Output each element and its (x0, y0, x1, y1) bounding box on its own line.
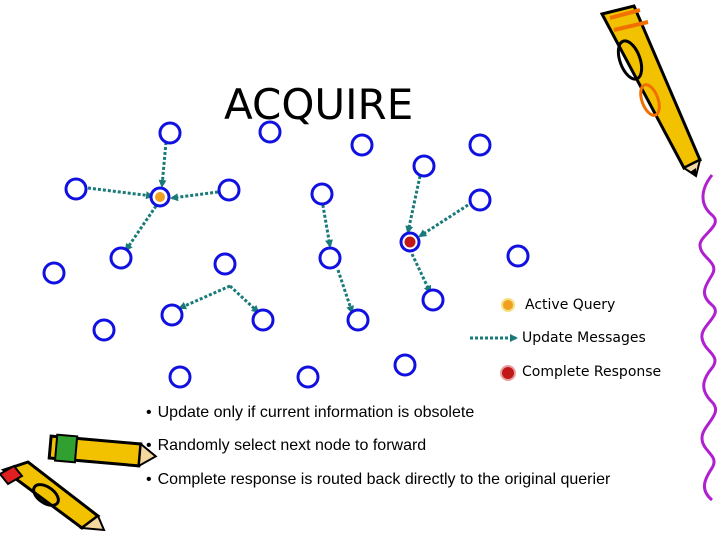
legend-update-messages-label: Update Messages (522, 330, 646, 346)
sensor-node (468, 133, 492, 157)
bullet-text: Randomly select next node to forward (157, 437, 427, 454)
sensor-node (158, 121, 182, 145)
pencils-icon (0, 433, 158, 532)
complete-response-node (399, 231, 421, 253)
update-arrow (170, 190, 219, 202)
legend-complete-response-label: Complete Response (522, 364, 662, 380)
sensor-node (64, 177, 88, 201)
update-arrow (405, 175, 422, 234)
bullet-dot: • (146, 437, 152, 454)
sensor-node (346, 308, 370, 332)
update-arrow (228, 284, 260, 314)
sensor-node (168, 365, 192, 389)
legend-active-query-icon (501, 298, 515, 312)
update-arrow (124, 205, 158, 252)
sensor-node (412, 154, 436, 178)
update-arrows (87, 141, 469, 314)
sensor-node (506, 244, 530, 268)
slide-title: ACQUIRE (224, 80, 414, 129)
sensor-node (318, 246, 342, 270)
sensor-node (393, 353, 417, 377)
pencil-icon (599, 4, 702, 178)
update-arrow (410, 253, 432, 294)
legend-complete-response-icon (500, 365, 516, 381)
curly-line-decoration (698, 174, 717, 502)
update-arrow (87, 186, 154, 200)
sensor-node (217, 178, 241, 202)
bullet-text: Update only if current information is ob… (157, 404, 475, 421)
sensor-node (350, 133, 374, 157)
bullet-item: • Randomly select next node to forward (146, 437, 426, 455)
update-arrow (418, 203, 469, 238)
sensor-node (310, 182, 334, 206)
sensor-node (468, 188, 492, 212)
sensor-node (92, 318, 116, 342)
sensor-node (109, 246, 133, 270)
bullet-item: • Update only if current information is o… (146, 404, 474, 422)
sensor-node (258, 120, 282, 144)
sensor-node (296, 365, 320, 389)
bullet-item: • Complete response is routed back direct… (146, 471, 610, 489)
sensor-node (160, 303, 184, 327)
legend-active-query-label: Active Query (525, 297, 616, 313)
update-arrow (320, 199, 333, 248)
sensor-node (213, 252, 237, 276)
active-query-node (149, 186, 171, 208)
sensor-node (42, 261, 66, 285)
update-arrow (336, 269, 354, 314)
sensor-node (251, 308, 275, 332)
network-nodes (42, 120, 530, 389)
sensor-node (421, 288, 445, 312)
bullet-dot: • (146, 471, 152, 488)
bullet-dot: • (146, 404, 152, 421)
bullet-text: Complete response is routed back directl… (157, 471, 611, 488)
update-arrow (178, 284, 231, 310)
update-arrow (158, 141, 168, 188)
